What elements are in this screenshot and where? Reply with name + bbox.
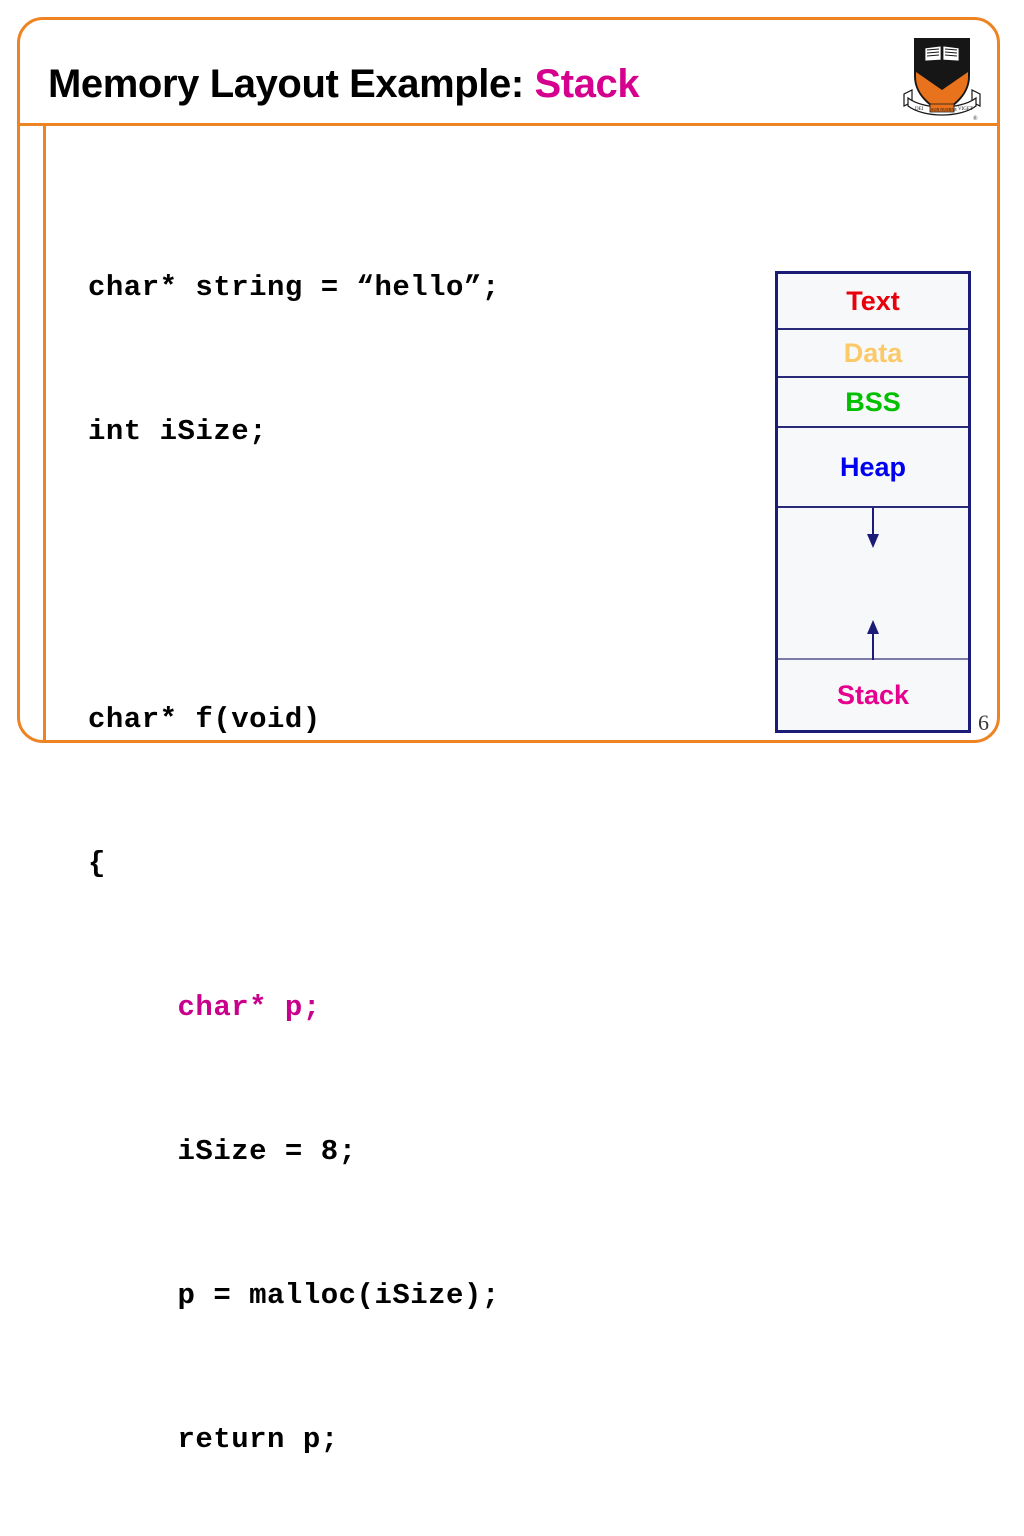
code-line: char* f(void) xyxy=(88,703,321,736)
code-line: p = malloc(iSize); xyxy=(88,1279,500,1312)
growth-arrows xyxy=(778,508,968,660)
slide: Memory Layout Example: Stack xyxy=(17,17,1000,1456)
code-line: return p; xyxy=(88,1423,339,1456)
memory-segment-heap: Heap xyxy=(778,428,968,508)
page-title-accent: Stack xyxy=(534,62,640,106)
princeton-shield-logo: DEI SUB NUMINE VIGET ® xyxy=(900,30,984,122)
page-title: Memory Layout Example: Stack xyxy=(48,56,640,112)
logo-motto-left: DEI xyxy=(915,107,924,112)
stack-growth-arrow-up xyxy=(867,620,879,660)
memory-segment-free-space xyxy=(778,508,968,660)
memory-segment-text: Text xyxy=(778,274,968,330)
memory-segment-stack: Stack xyxy=(778,660,968,730)
code-line: iSize = 8; xyxy=(88,1135,357,1168)
registered-trademark-icon: ® xyxy=(973,115,978,122)
memory-layout-diagram: Text Data BSS Heap Sta xyxy=(775,271,971,733)
code-line: int iSize; xyxy=(88,415,268,448)
logo-motto-right: VIGET xyxy=(958,107,973,112)
left-accent-rule xyxy=(43,123,46,743)
title-divider-rule xyxy=(19,123,1000,126)
code-line: char* string = “hello”; xyxy=(88,271,500,304)
logo-motto-center: SUB NUMINE xyxy=(931,107,957,112)
memory-segment-data: Data xyxy=(778,330,968,378)
code-line: { xyxy=(88,847,106,880)
page-title-main: Memory Layout Example: xyxy=(48,62,524,106)
memory-segment-bss: BSS xyxy=(778,378,968,428)
code-block: char* string = “hello”; int iSize; char*… xyxy=(88,168,500,1536)
code-line-highlighted: char* p; xyxy=(88,991,321,1024)
code-line-blank xyxy=(88,552,500,600)
page-number: 6 xyxy=(978,710,989,735)
heap-growth-arrow-down xyxy=(867,508,879,548)
